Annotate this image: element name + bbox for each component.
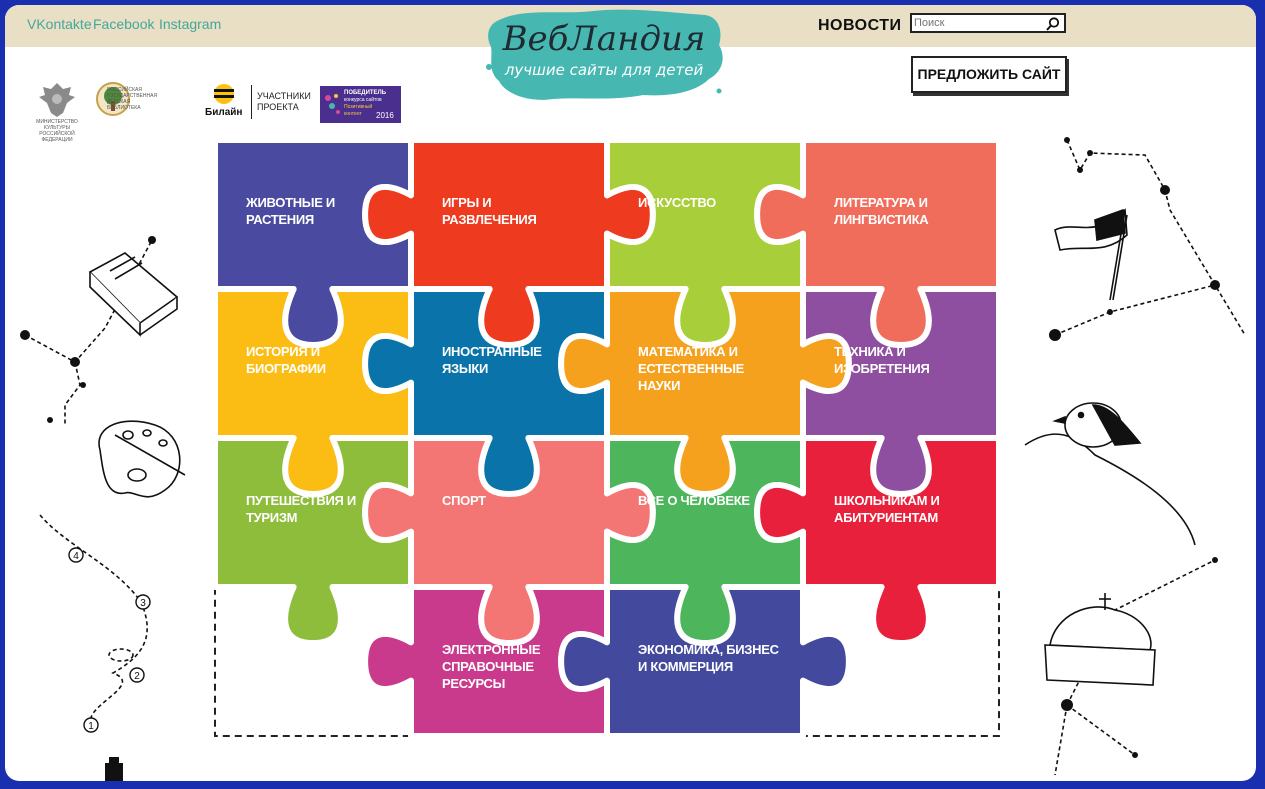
facebook-link[interactable]: Facebook [93, 16, 155, 32]
news-link[interactable]: НОВОСТИ [818, 17, 902, 34]
winner-line: Позитивный [344, 104, 373, 110]
flag-icon [1054, 208, 1128, 301]
beeline-ball-icon [214, 84, 234, 104]
participants-line: ПРОЕКТА [257, 102, 299, 112]
winner-line: конкурса сайтов [344, 97, 382, 103]
right-doodles [1024, 137, 1246, 776]
library-logo[interactable]: РОССИЙСКАЯ ГОСУДАРСТВЕННАЯ ДЕТСКАЯ БИБЛИ… [95, 81, 195, 121]
doodle-number: 2 [134, 671, 140, 682]
winner-title: ПОБЕДИТЕЛЬ [344, 90, 387, 96]
participants-line: УЧАСТНИКИ [257, 91, 311, 101]
logo-blob [486, 9, 723, 100]
left-doodles: 4 3 2 1 [20, 236, 186, 781]
partner-divider [251, 85, 252, 119]
sparkle-icon [325, 94, 340, 114]
library-caption-line: РОССИЙСКАЯ [107, 87, 142, 93]
crown-icon [1044, 593, 1156, 686]
category-piece[interactable] [754, 435, 1002, 647]
book-icon [88, 252, 179, 337]
category-piece[interactable] [558, 584, 852, 739]
library-caption-line: ГОСУДАРСТВЕННАЯ [107, 93, 158, 99]
winner-line: контент [344, 111, 362, 117]
beeline-label: Билайн [205, 107, 243, 118]
beeline-logo[interactable]: Билайн [205, 83, 249, 123]
puzzle-svg [212, 137, 1002, 739]
eagle-emblem-icon [39, 83, 75, 117]
library-caption-line: БИБЛИОТЕКА [107, 105, 141, 111]
bird-icon [1024, 402, 1196, 546]
winner-year: 2016 [376, 111, 394, 120]
ministry-caption: МИНИСТЕРСТВО КУЛЬТУРЫ РОССИЙСКОЙ ФЕДЕРАЦ… [36, 119, 78, 143]
logo-title[interactable]: ВебЛандия [502, 19, 706, 59]
library-caption-line: ДЕТСКАЯ [107, 99, 131, 105]
bottle-icon [105, 757, 123, 781]
library-caption: РОССИЙСКАЯ ГОСУДАРСТВЕННАЯ ДЕТСКАЯ БИБЛИ… [107, 87, 157, 111]
logo-subtitle: лучшие сайты для детей [504, 61, 704, 79]
participants-label: УЧАСТНИКИ ПРОЕКТА [257, 91, 311, 113]
winner-badge[interactable]: ПОБЕДИТЕЛЬ конкурса сайтов Позитивный ко… [320, 86, 401, 123]
ministry-logo[interactable]: МИНИСТЕРСТВО КУЛЬТУРЫ РОССИЙСКОЙ ФЕДЕРАЦ… [29, 79, 85, 143]
doodle-number: 1 [88, 721, 94, 732]
instagram-link[interactable]: Instagram [159, 16, 222, 32]
vkontakte-link[interactable]: VKontakte [27, 16, 92, 32]
palette-icon [98, 420, 186, 498]
search-input[interactable] [914, 16, 1040, 30]
tree-emblem-icon [96, 82, 130, 116]
page-frame: VKontakte Facebook Instagram НОВОСТИ Веб… [5, 5, 1256, 781]
doodle-number: 4 [73, 551, 79, 562]
suggest-site-button[interactable]: ПРЕДЛОЖИТЬ САЙТ [911, 56, 1067, 93]
search-icon[interactable] [1045, 16, 1061, 32]
search-form [910, 13, 1066, 33]
doodle-number: 3 [140, 598, 146, 609]
